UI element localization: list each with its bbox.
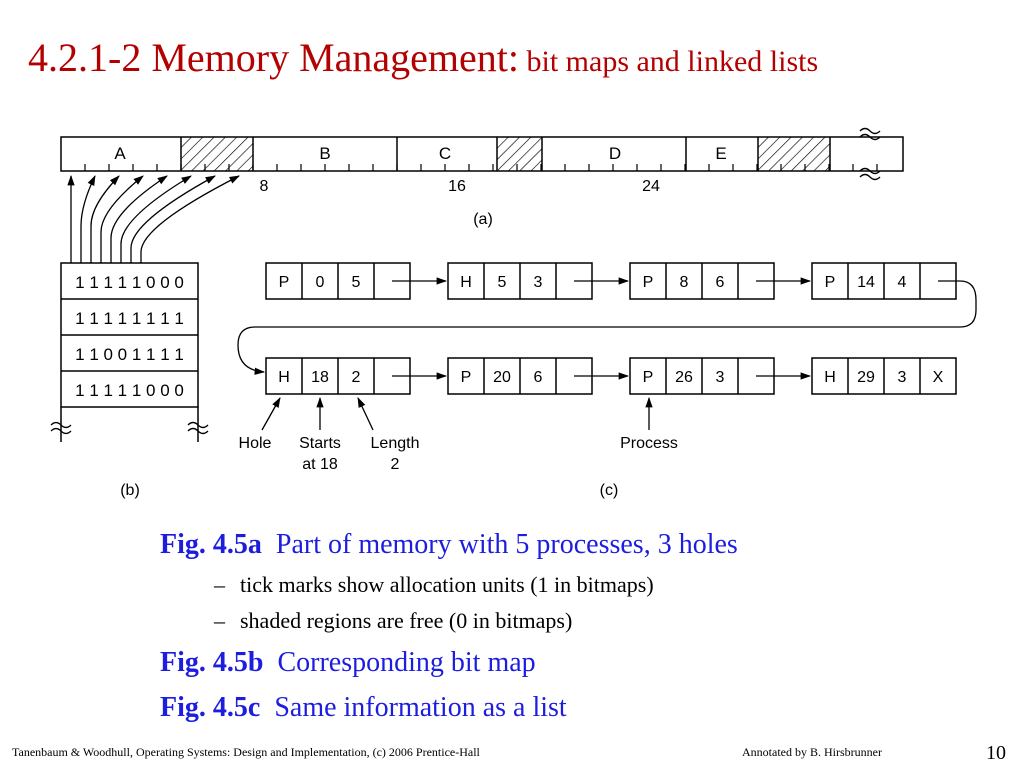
- node-length: 3: [898, 369, 907, 386]
- node-length: 6: [534, 369, 543, 386]
- fig-c-label: Fig. 4.5c: [160, 692, 261, 723]
- memory-strip: [60, 136, 904, 172]
- bitmap-row: 1 1 0 0 1 1 1 1: [75, 345, 184, 364]
- title-subtitle: bit maps and linked lists: [519, 45, 819, 78]
- node-type: P: [643, 274, 654, 291]
- fig-c-text: Same information as a list: [274, 692, 567, 723]
- memory-diagram: A B C D E 8 16 24 (a) 1 1 1 1 1 0 0 0 1 …: [50, 127, 977, 499]
- fig-a-label: Fig. 4.5a: [160, 529, 262, 560]
- node-start: 8: [680, 274, 689, 291]
- allocation-ticks: [84, 164, 878, 171]
- bitmap-row: 1 1 1 1 1 0 0 0: [75, 273, 184, 292]
- caption-fig-b: Fig. 4.5b Corresponding bit map: [160, 649, 536, 677]
- bullet-dash: –: [214, 572, 225, 597]
- bullet-shaded: –shaded regions are free (0 in bitmaps): [214, 610, 572, 632]
- node-type: P: [279, 274, 290, 291]
- node-start: 0: [316, 274, 325, 291]
- bitmap-row: 1 1 1 1 1 0 0 0: [75, 381, 184, 400]
- break-mark-strip: [859, 127, 881, 181]
- slide-title: 4.2.1-2 Memory Management: bit maps and …: [28, 38, 818, 78]
- segment-label-b: B: [319, 144, 330, 163]
- label-length-value: 2: [391, 456, 400, 473]
- label-length: Length: [371, 435, 420, 452]
- node-start: 26: [675, 369, 693, 386]
- fig-b-text: Corresponding bit map: [277, 647, 536, 678]
- bullet-ticks: –tick marks show allocation units (1 in …: [214, 574, 654, 596]
- node-type: H: [460, 274, 472, 291]
- footer-credit: Tanenbaum & Woodhull, Operating Systems:…: [12, 745, 480, 759]
- node-length: 3: [716, 369, 725, 386]
- footer-annotation: Annotated by B. Hirsbrunner: [742, 745, 882, 759]
- caption-fig-a: Fig. 4.5a Part of memory with 5 processe…: [160, 531, 738, 559]
- tick-label-8: 8: [260, 178, 269, 195]
- bullet-dash: –: [214, 608, 225, 633]
- node-length: 3: [534, 274, 543, 291]
- node-type: H: [824, 369, 836, 386]
- list-links-row-1: [237, 277, 977, 375]
- fig-a-text: Part of memory with 5 processes, 3 holes: [275, 529, 738, 560]
- segment-label-e: E: [715, 144, 726, 163]
- segment-label-a: A: [114, 144, 126, 163]
- bullet-text: tick marks show allocation units (1 in b…: [240, 572, 654, 597]
- caption-c: (c): [600, 482, 619, 499]
- bullet-text: shaded regions are free (0 in bitmaps): [240, 608, 573, 633]
- node-start: 29: [857, 369, 875, 386]
- node-type: P: [461, 369, 472, 386]
- node-start: 5: [498, 274, 507, 291]
- break-mark-bitmap: [50, 421, 209, 435]
- bit-to-unit-arrows: [67, 174, 240, 263]
- node-length: 6: [716, 274, 725, 291]
- bitmap-table: [60, 262, 199, 442]
- node-type: H: [278, 369, 290, 386]
- node-start: 20: [493, 369, 511, 386]
- caption-b: (b): [120, 482, 140, 499]
- node-type: P: [825, 274, 836, 291]
- node-length: 4: [898, 274, 907, 291]
- label-starts: Starts: [299, 435, 341, 452]
- caption-fig-c: Fig. 4.5c Same information as a list: [160, 694, 567, 722]
- tick-label-16: 16: [448, 178, 466, 195]
- bitmap-row: 1 1 1 1 1 1 1 1: [75, 309, 184, 328]
- page-number: 10: [986, 742, 1006, 764]
- label-starts-at: at 18: [302, 456, 338, 473]
- node-start: 18: [311, 369, 329, 386]
- fig-b-label: Fig. 4.5b: [160, 647, 264, 678]
- segment-label-d: D: [609, 144, 621, 163]
- node-type: P: [643, 369, 654, 386]
- caption-a: (a): [473, 211, 493, 228]
- label-process: Process: [620, 435, 678, 452]
- segment-label-c: C: [439, 144, 451, 163]
- node-start: 14: [857, 274, 875, 291]
- node-length: 5: [352, 274, 361, 291]
- list-end-marker: X: [933, 369, 944, 386]
- tick-label-24: 24: [642, 178, 660, 195]
- annotation-arrows: [261, 396, 653, 431]
- title-main: 4.2.1-2 Memory Management:: [28, 35, 519, 80]
- node-length: 2: [352, 369, 361, 386]
- label-hole: Hole: [239, 435, 272, 452]
